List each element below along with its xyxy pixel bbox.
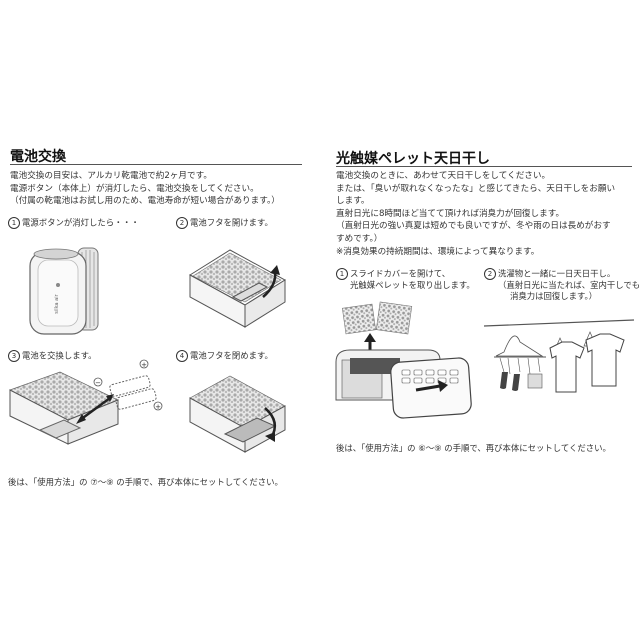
battery-plus-symbol: + [141,361,147,369]
right-description: 電池交換のときに、あわせて天日干しをしてください。 または、「臭いが取れなくなっ… [336,170,615,258]
device-label: silka air [54,293,60,313]
clothesline [483,319,635,327]
slide-cover-illustration [335,301,472,419]
step-number: 1 [336,268,348,280]
pellet-tray-icon [527,373,543,389]
left-line-2: 電源ボタン（本体上）が消灯したら、電池交換をしてください。 [10,183,259,194]
shirt-icon [549,341,585,393]
sock-icon [500,372,508,389]
pellet-sheet-icon [341,303,377,335]
left-description: 電池交換の目安は、アルカリ乾電池で約2ヶ月です。 電源ボタン（本体上）が消灯した… [10,170,280,208]
step-text-3: 消臭力は回復します。） [510,291,598,301]
right-footer: 後は、「使用方法」の ⑥～⑨ の手順で、再び本体にセットしてください。 [336,443,611,453]
step-text-2: 光触媒ペレットを取り出します。 [350,280,475,290]
right-section-title: 光触媒ペレット天日干し [336,151,490,167]
step-number: 2 [484,268,496,280]
step-text: 洗濯物と一緒に一日天日干し。 [498,268,616,279]
left-footer: 後は、「使用方法」の ⑦～⑨ の手順で、再び本体にセットしてください。 [8,477,283,487]
cover-grid [401,369,459,384]
right-line-7: ※消臭効果の持続期間は、環境によって異なります。 [336,246,540,257]
step-number: 2 [176,217,188,229]
device-illustration: silka air [29,247,99,335]
battery-plus-symbol-2: + [155,403,161,411]
step-text: 電源ボタンが消灯したら・・・ [22,217,140,228]
battery-minus-symbol: − [95,379,101,387]
close-lid-illustration [189,375,286,453]
right-arrow-icon [415,384,441,392]
step-text: 電池を交換します。 [22,350,97,361]
left-title-rule [10,164,302,165]
right-line-3: します。 [336,196,370,207]
sock-icon [512,374,520,391]
right-line-5: （直射日光の強い真夏は短めでも良いですが、冬や雨の日は長めがおす [336,221,611,232]
battery-icon [109,375,151,397]
battery-swap-illustration: − + + [9,359,163,445]
pellet-sheet-icon [375,301,413,335]
step-text: 電池フタを開けます。 [190,217,273,228]
right-line-1: 電池交換のときに、あわせて天日干しをしてください。 [336,171,551,181]
step-text-2: （直射日光に当たれば、室内干しでも [498,280,640,290]
power-button-icon [56,283,60,287]
shirt-icon [585,333,625,387]
battery-icon [115,388,157,410]
step-number: 1 [8,217,20,229]
left-line-1: 電池交換の目安は、アルカリ乾電池で約2ヶ月です。 [10,171,212,181]
right-line-2: または、「臭いが取れなくなったな」と感じてきたら、天日干しをお願い [336,183,616,194]
left-section-title: 電池交換 [10,149,66,165]
step-text: スライドカバーを開けて、 [350,268,451,279]
left-line-3: （付属の乾電池はお試し用のため、電池寿命が短い場合があります。） [10,196,280,207]
open-lid-illustration [189,249,286,328]
right-title-rule [336,166,632,167]
step-text: 電池フタを閉めます。 [190,350,273,361]
laundry-drying-illustration [483,319,635,393]
step-number: 4 [176,350,188,362]
hanger-icon [495,335,544,357]
right-line-4: 直射日光に8時間ほど当てて頂ければ消臭力が回復します。 [336,208,565,219]
step-number: 3 [8,350,20,362]
right-line-6: すめです。） [336,233,383,244]
